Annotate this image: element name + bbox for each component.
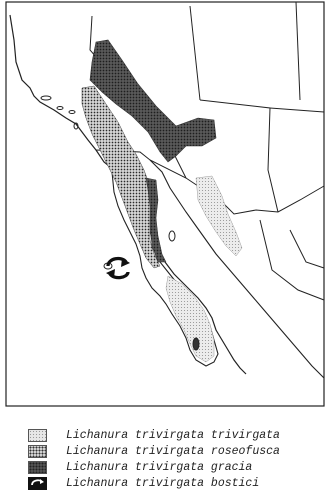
legend-item-gracia: Lichanura trivirgata gracia: [28, 460, 328, 474]
island: [56, 106, 64, 110]
legend-label: Lichanura trivirgata trivirgata: [66, 428, 280, 442]
mexico-state-line-2: [289, 229, 325, 269]
island: [40, 95, 52, 101]
curved-arrow-icon: [28, 476, 47, 490]
range-map: [5, 1, 325, 407]
map-legend: Lichanura trivirgata trivirgata Lichanur…: [28, 428, 328, 492]
legend-label: Lichanura trivirgata gracia: [66, 460, 253, 474]
dotted-swatch: [28, 444, 47, 458]
nevada-utah-line: [189, 5, 201, 101]
us-mexico-border: [95, 149, 325, 215]
legend-item-trivirgata: Lichanura trivirgata trivirgata: [28, 428, 328, 442]
range-gracia-south: [145, 177, 167, 263]
utah-arizona-line: [199, 99, 279, 213]
colorado-line: [269, 107, 325, 113]
range-trivirgata-baja: [165, 275, 215, 363]
map-frame: [5, 1, 325, 407]
legend-label: Lichanura trivirgata roseofusca: [66, 444, 280, 458]
mexico-state-line: [259, 219, 325, 301]
island: [73, 122, 79, 130]
legend-item-roseofusca: Lichanura trivirgata roseofusca: [28, 444, 328, 458]
state-line-north: [295, 1, 301, 101]
range-trivirgata-sonora: [195, 175, 243, 257]
gulf-mainland-coast: [149, 159, 325, 379]
range-gracia: [89, 39, 217, 163]
bostici-arrow-marker: [106, 256, 130, 280]
legend-label: Lichanura trivirgata bostici: [66, 476, 260, 490]
dark-swatch: [28, 460, 47, 474]
island: [168, 230, 176, 242]
light-stipple-swatch: [28, 428, 47, 442]
island: [192, 337, 200, 351]
island: [68, 110, 76, 114]
range-roseofusca: [81, 85, 161, 269]
legend-item-bostici: Lichanura trivirgata bostici: [28, 476, 328, 490]
